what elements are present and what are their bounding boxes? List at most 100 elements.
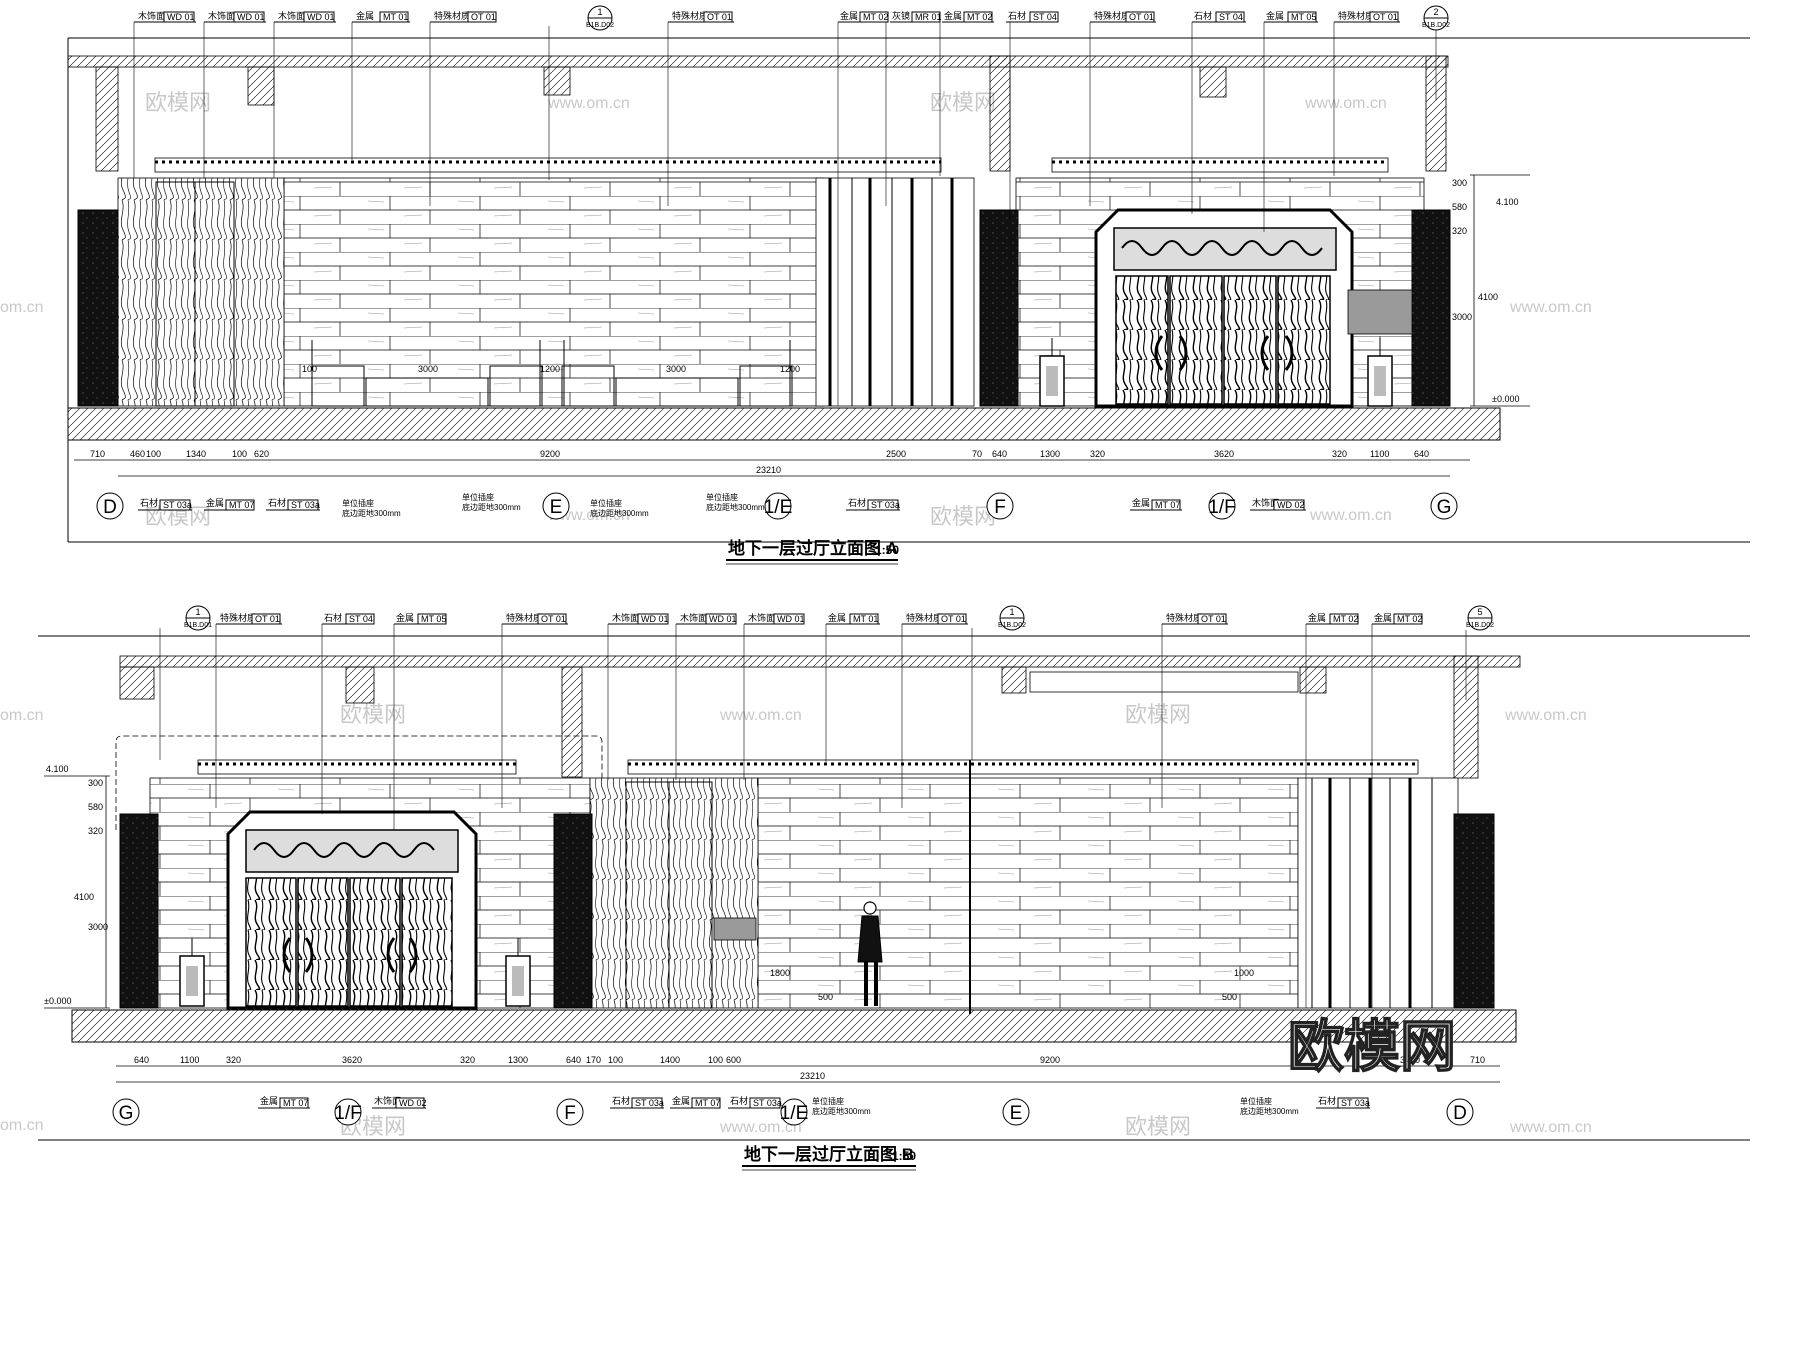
ceiling-slab xyxy=(67,55,1449,172)
lantern-icon xyxy=(1367,338,1393,407)
svg-text:580: 580 xyxy=(1452,202,1467,212)
svg-text:1: 1 xyxy=(1009,607,1014,617)
svg-text:710: 710 xyxy=(90,449,105,459)
level-markers: 4.100 ±0.000 300 580 320 4100 3000 xyxy=(1452,174,1530,407)
svg-text:B1B.D02: B1B.D02 xyxy=(1466,622,1494,629)
svg-text:单位插座: 单位插座 xyxy=(462,492,494,502)
svg-text:MT 05: MT 05 xyxy=(421,614,446,624)
svg-text:320: 320 xyxy=(1332,449,1347,459)
svg-text:1100: 1100 xyxy=(1370,449,1389,459)
svg-text:460: 460 xyxy=(130,449,145,459)
svg-text:ST 04: ST 04 xyxy=(1219,12,1243,22)
svg-text:木饰面: 木饰面 xyxy=(208,10,235,21)
svg-text:MT 05: MT 05 xyxy=(1291,12,1316,22)
lantern-icon xyxy=(179,938,205,1007)
drawing-title: 地下一层过厅立面图 B 1:50 xyxy=(742,1144,916,1171)
svg-text:100: 100 xyxy=(302,364,317,374)
dimension-chain: 640 1100 320 3620 320 1300 640 170 100 1… xyxy=(134,1055,1485,1081)
svg-text:石材: 石材 xyxy=(848,497,866,508)
stone-pillar xyxy=(553,813,593,1009)
svg-text:320: 320 xyxy=(88,826,103,836)
svg-text:单位插座: 单位插座 xyxy=(706,492,738,502)
svg-text:1200: 1200 xyxy=(780,364,800,374)
svg-text:石材: 石材 xyxy=(1008,10,1026,21)
axis-bubble: D xyxy=(96,492,124,520)
svg-text:E: E xyxy=(550,497,563,518)
axis-bubble: G xyxy=(112,1098,140,1126)
svg-text:金属: 金属 xyxy=(840,10,858,21)
svg-text:B1B.D02: B1B.D02 xyxy=(586,22,614,29)
svg-text:ST 04: ST 04 xyxy=(1033,12,1057,22)
svg-text:MT 07: MT 07 xyxy=(229,500,254,510)
crenellated-cornice xyxy=(627,759,1419,775)
svg-text:1000: 1000 xyxy=(1234,968,1254,978)
svg-text:特殊材质: 特殊材质 xyxy=(906,612,942,623)
svg-text:ST 03a: ST 03a xyxy=(635,1098,664,1108)
svg-text:底边距地300mm: 底边距地300mm xyxy=(462,502,521,512)
axis-bubble: E xyxy=(542,492,570,520)
axis-bubble: F xyxy=(556,1098,584,1126)
svg-text:特殊材质: 特殊材质 xyxy=(672,10,708,21)
svg-text:OT 01: OT 01 xyxy=(1373,12,1398,22)
axis-bubble: 1/E xyxy=(780,1098,809,1126)
svg-text:300: 300 xyxy=(88,778,103,788)
svg-text:MR 01: MR 01 xyxy=(915,12,942,22)
svg-text:金属: 金属 xyxy=(944,10,962,21)
stone-pillar xyxy=(1453,813,1495,1009)
svg-text:1/E: 1/E xyxy=(780,1103,809,1124)
svg-text:石材: 石材 xyxy=(268,497,286,508)
svg-text:1100: 1100 xyxy=(180,1055,199,1065)
svg-text:1300: 1300 xyxy=(508,1055,528,1065)
material-tag: 石材 ST 03a xyxy=(846,497,900,511)
watermark-url: om.cn xyxy=(0,1117,44,1134)
svg-text:1/F: 1/F xyxy=(334,1103,361,1124)
svg-text:地下一层过厅立面图 A: 地下一层过厅立面图 A xyxy=(728,538,898,558)
watermark-url: om.cn xyxy=(0,707,44,724)
watermark-url: www.om.cn xyxy=(1309,507,1392,524)
lantern-icon xyxy=(1039,338,1065,407)
ornate-double-door xyxy=(226,810,478,1010)
plank-wall-panel xyxy=(757,777,1299,1009)
svg-text:9200: 9200 xyxy=(540,449,560,459)
svg-text:640: 640 xyxy=(566,1055,581,1065)
svg-text:石材: 石材 xyxy=(730,1095,748,1106)
svg-text:1300: 1300 xyxy=(1040,449,1060,459)
svg-text:WD 01: WD 01 xyxy=(237,12,265,22)
furniture-dimensions: 100 3000 1200 3000 1200 xyxy=(302,364,800,374)
svg-text:OT 01: OT 01 xyxy=(1201,614,1226,624)
svg-text:710: 710 xyxy=(1470,1055,1485,1065)
material-tag: 石材 ST 04 xyxy=(1006,10,1059,220)
svg-text:MT 07: MT 07 xyxy=(283,1098,308,1108)
axis-bubble: G xyxy=(1430,492,1458,520)
watermark-brand: 欧模网 xyxy=(1125,702,1191,727)
axis-bubble: D xyxy=(1446,1098,1474,1126)
svg-text:MT 02: MT 02 xyxy=(1333,614,1358,624)
svg-text:1: 1 xyxy=(195,607,200,617)
svg-text:3000: 3000 xyxy=(88,922,108,932)
svg-text:特殊材质: 特殊材质 xyxy=(1166,612,1202,623)
floor-slab xyxy=(71,1009,1517,1043)
svg-text:3620: 3620 xyxy=(342,1055,362,1065)
svg-text:木饰面: 木饰面 xyxy=(374,1095,401,1106)
elevation-panel-b: 640 1100 320 3620 320 1300 640 170 100 1… xyxy=(38,605,1750,1171)
svg-text:ST 03a: ST 03a xyxy=(871,500,900,510)
svg-text:4100: 4100 xyxy=(74,892,94,902)
svg-text:金属: 金属 xyxy=(396,612,414,623)
svg-text:MT 02: MT 02 xyxy=(1397,614,1422,624)
svg-text:G: G xyxy=(119,1103,134,1124)
